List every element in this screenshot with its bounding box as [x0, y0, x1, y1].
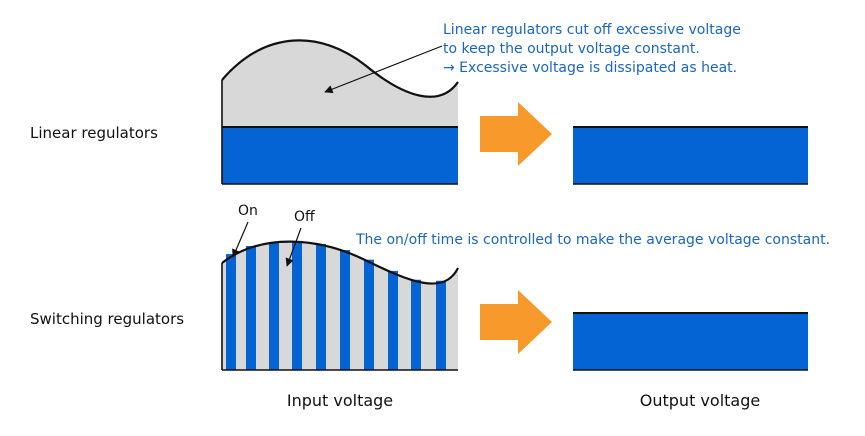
switching-regulators-label: Switching regulators — [30, 310, 184, 328]
linear-input-waveform — [221, 39, 459, 98]
input-voltage-caption: Input voltage — [287, 391, 393, 410]
on-pulse — [364, 259, 374, 370]
on-pulse — [340, 250, 350, 370]
linear-input-blue-band — [222, 127, 458, 184]
switching-pulses — [226, 241, 446, 370]
output-voltage-caption: Output voltage — [640, 391, 760, 410]
on-pulse — [316, 243, 326, 370]
on-pulse — [436, 280, 446, 370]
off-pointer — [285, 227, 302, 267]
linear-note-pointer — [324, 45, 443, 94]
on-label: On — [238, 203, 258, 219]
switching-note: The on/off time is controlled to make th… — [355, 232, 830, 248]
on-pulse — [269, 242, 279, 370]
on-pulse — [388, 270, 398, 370]
on-pulse — [411, 279, 421, 370]
linear-note: Linear regulators cut off excessive volt… — [443, 22, 745, 76]
linear-output-band — [573, 127, 808, 184]
on-pointer — [232, 221, 249, 258]
linear-arrow — [480, 102, 552, 166]
on-pulse — [292, 241, 302, 370]
switching-output-band — [573, 313, 808, 370]
linear-regulators-label: Linear regulators — [30, 124, 158, 142]
switching-arrow — [480, 290, 552, 354]
off-label: Off — [294, 209, 315, 225]
switching-input-waveform — [221, 240, 459, 285]
linear-input-gray-area — [222, 40, 458, 127]
on-pulse — [246, 245, 256, 370]
on-pulse — [226, 254, 236, 370]
